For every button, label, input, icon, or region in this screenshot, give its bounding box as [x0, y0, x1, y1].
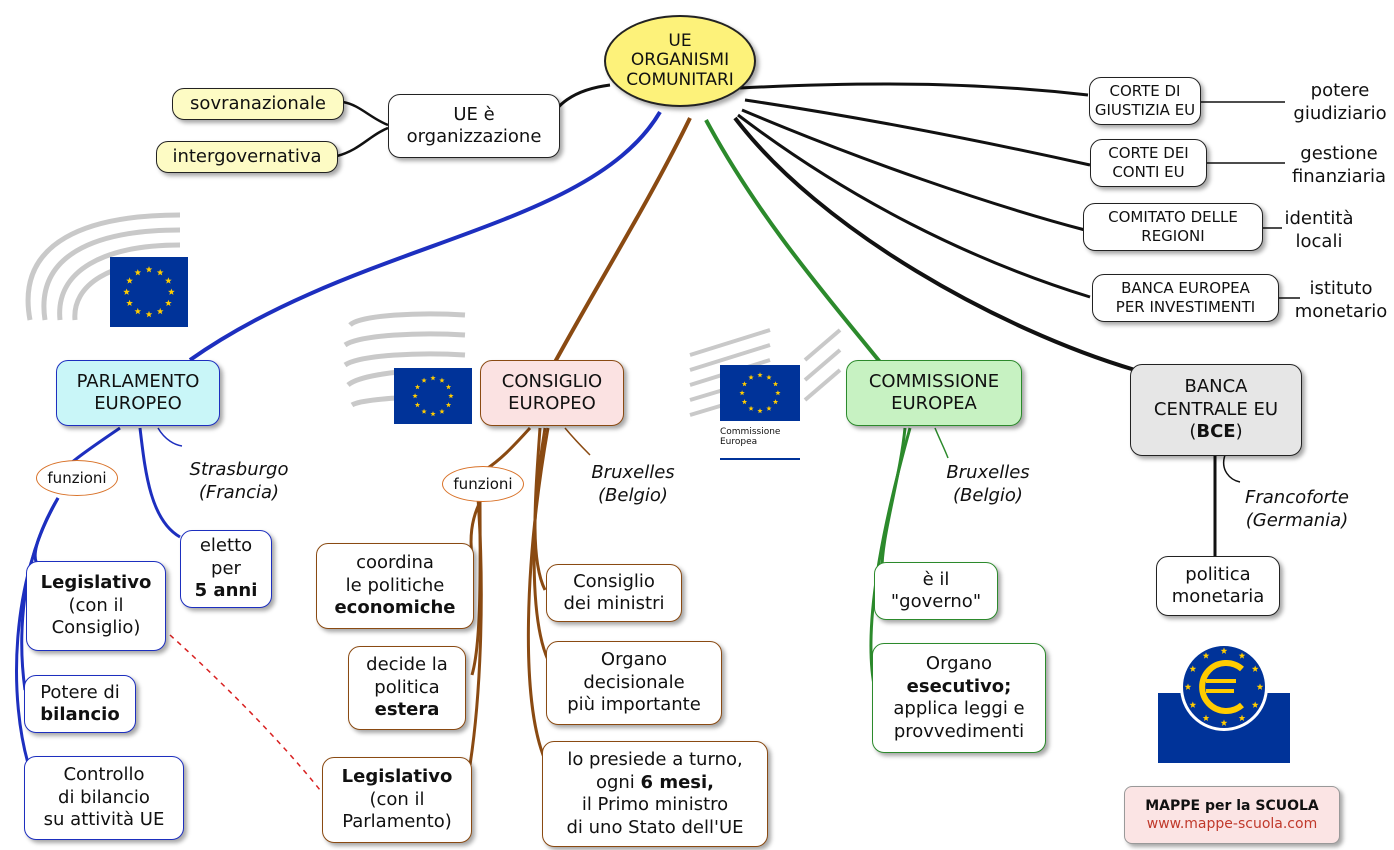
mappe-badge-title: MAPPE per la SCUOLA	[1145, 797, 1319, 814]
consiglio-presidenza-text-2: ogni	[595, 771, 635, 793]
root-line-3: COMUNITARI	[626, 69, 734, 90]
commissione-europea-node: COMMISSIONE EUROPEA	[846, 360, 1022, 426]
consiglio-presidenza: lo presiede a turno, ogni 6 mesi, il Pri…	[542, 741, 768, 847]
organ-banca-investimenti: BANCA EUROPEA PER INVESTIMENTI	[1092, 274, 1279, 322]
organ-corte-giustizia: CORTE DI GIUSTIZIA EU	[1089, 77, 1201, 125]
commissione-organo-esecutivo: Organo esecutivo; applica leggi e provve…	[872, 643, 1046, 753]
commissione-organo-text-1: Organo	[925, 653, 993, 674]
root-node: UE ORGANISMI COMUNITARI	[604, 15, 756, 107]
eu-flag-consiglio	[394, 368, 472, 424]
mappe-badge: MAPPE per la SCUOLA www.mappe-scuola.com	[1124, 786, 1340, 844]
bce-abbr-row: (BCE)	[1189, 421, 1243, 443]
consiglio-ministri: Consiglio dei ministri	[546, 564, 682, 622]
consiglio-decide-text: decide la politica	[366, 654, 448, 698]
consiglio-europeo-node: CONSIGLIO EUROPEO	[480, 360, 624, 426]
consiglio-organo-decisionale: Organo decisionale più importante	[546, 641, 722, 725]
organ-comitato-regioni: COMITATO DELLE REGIONI	[1083, 203, 1263, 251]
organ-corte-conti-desc: gestione finanziaria	[1291, 143, 1387, 187]
commissione-organo-text-2: applica leggi e provvedimenti	[893, 698, 1025, 742]
consiglio-presidenza-row: ogni 6 mesi,	[596, 772, 714, 795]
consiglio-funzioni-oval: funzioni	[442, 466, 524, 502]
commissione-governo: è il "governo"	[874, 562, 998, 620]
mappe-badge-url[interactable]: www.mappe-scuola.com	[1146, 816, 1318, 832]
commissione-sede: Bruxelles (Belgio)	[946, 462, 1030, 506]
parlamento-eletto-text: eletto per	[199, 535, 253, 579]
consiglio-sede: Bruxelles (Belgio)	[591, 462, 675, 506]
eu-flag-commissione	[720, 365, 800, 421]
parlamento-eletto-bold: 5 anni	[194, 580, 258, 602]
type-intergovernativa: intergovernativa	[156, 141, 338, 173]
parlamento-funzioni-oval: funzioni	[36, 460, 118, 496]
parlamento-sede: Strasburgo (Francia)	[189, 459, 289, 503]
bce-node: BANCA CENTRALE EU (BCE)	[1130, 364, 1302, 456]
organ-banca-investimenti-desc: istituto monetario	[1294, 278, 1388, 322]
ecb-logo-euro-stars	[1184, 647, 1264, 726]
parlamento-controllo-bilancio: Controllo di bilancio su attività UE	[24, 756, 184, 840]
commissione-logo-text: Commissione Europea	[720, 427, 781, 447]
consiglio-presidenza-text-3: il Primo ministro di uno Stato dell'UE	[566, 794, 744, 838]
parlamento-legislativo-bold: Legislativo	[40, 572, 152, 594]
consiglio-decide: decide la politica estera	[348, 646, 466, 730]
organ-comitato-regioni-desc: identità locali	[1284, 208, 1354, 252]
parlamento-legislativo: Legislativo (con il Consiglio)	[26, 561, 166, 651]
consiglio-decide-bold: estera	[374, 699, 440, 721]
parlamento-potere-bold: bilancio	[40, 704, 120, 725]
parlamento-potere-text: Potere di	[40, 681, 120, 703]
consiglio-coordina-text: coordina le politiche	[345, 552, 445, 596]
consiglio-presidenza-bold: 6 mesi,	[640, 771, 715, 793]
ecb-logo-circle	[1180, 643, 1268, 731]
consiglio-legislativo-text: (con il Parlamento)	[342, 788, 452, 833]
bce-title: BANCA CENTRALE EU	[1153, 376, 1279, 420]
consiglio-presidenza-text-1: lo presiede a turno,	[567, 749, 743, 770]
consiglio-legislativo-bold: Legislativo	[341, 766, 453, 788]
type-sovranazionale: sovranazionale	[172, 88, 344, 120]
consiglio-coordina: coordina le politiche economiche	[316, 543, 474, 629]
ue-organizzazione: UE è organizzazione	[388, 94, 560, 158]
consiglio-coordina-bold: economiche	[334, 597, 456, 619]
parlamento-potere-bilancio: Potere di bilancio	[24, 675, 136, 733]
root-line-2: ORGANISMI	[630, 50, 730, 71]
ecb-euro-logo	[1158, 643, 1290, 763]
bce-politica-monetaria: politica monetaria	[1156, 556, 1280, 616]
root-line-1: UE	[668, 30, 692, 51]
consiglio-legislativo: Legislativo (con il Parlamento)	[322, 757, 472, 843]
commissione-organo-bold: esecutivo;	[906, 675, 1012, 697]
organ-corte-giustizia-desc: potere giudiziario	[1293, 80, 1387, 124]
parlamento-eletto: eletto per 5 anni	[180, 530, 272, 608]
bce-abbr: BCE	[1196, 421, 1236, 443]
organ-corte-conti: CORTE DEI CONTI EU	[1090, 139, 1207, 187]
parlamento-europeo-node: PARLAMENTO EUROPEO	[56, 360, 220, 426]
eu-flag-parlamento	[110, 257, 188, 327]
bce-sede: Francoforte (Germania)	[1245, 487, 1349, 531]
parlamento-legislativo-text: (con il Consiglio)	[51, 594, 141, 639]
